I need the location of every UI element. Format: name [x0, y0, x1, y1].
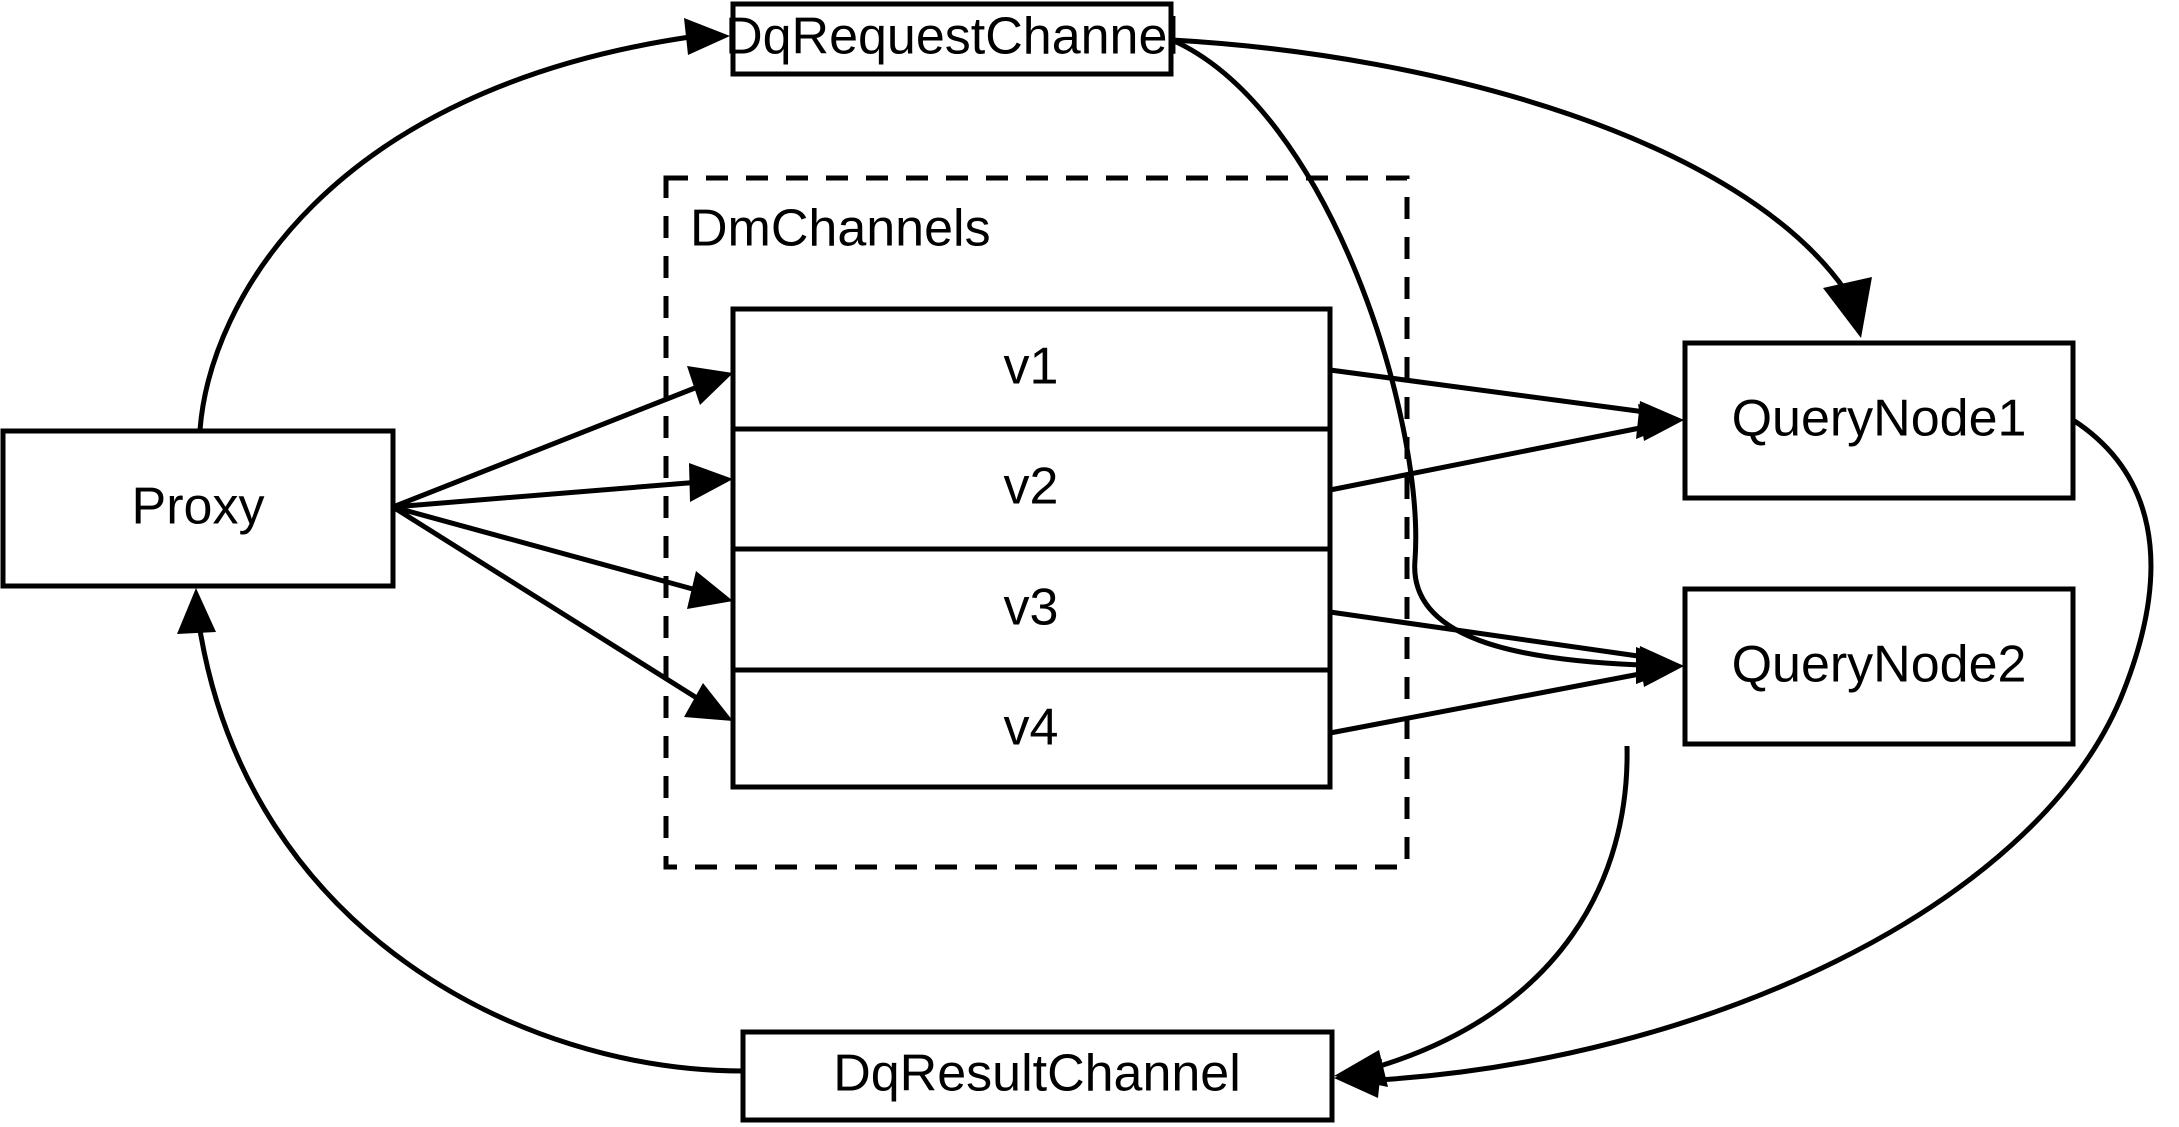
node-query-node-1-label: QueryNode1	[1732, 390, 2027, 448]
arrowhead-icon	[1823, 277, 1872, 338]
node-dq-request-channel[interactable]: DqRequestChannel	[725, 1, 1179, 77]
edge-dq-result-channel-to-proxy	[177, 588, 744, 1074]
vchannel-label-v4: v4	[1004, 699, 1059, 757]
vchannel-item-v2[interactable]: v2	[1004, 458, 1059, 516]
vchannel-item-v4[interactable]: v4	[1004, 699, 1059, 757]
node-query-node-2[interactable]: QueryNode2	[1682, 586, 2076, 747]
vchannel-label-v1: v1	[1004, 338, 1059, 396]
node-dq-result-channel[interactable]: DqResultChannel	[740, 1029, 1335, 1123]
node-query-node-2-label: QueryNode2	[1732, 636, 2027, 694]
edge-proxy-to-dq-request-channel	[197, 18, 730, 431]
vchannel-label-v3: v3	[1004, 579, 1059, 637]
edge-proxy-to-v1	[392, 366, 733, 510]
arrowhead-icon	[177, 588, 216, 634]
edge-proxy-to-v3	[392, 504, 733, 609]
arrowhead-icon	[684, 683, 733, 721]
edge-dq-request-channel-to-query-node-1	[1171, 37, 1872, 338]
vchannel-item-v1[interactable]: v1	[1004, 338, 1059, 396]
node-query-node-1[interactable]: QueryNode1	[1682, 340, 2076, 501]
node-proxy[interactable]: Proxy	[0, 428, 396, 589]
arrowhead-icon	[1334, 1050, 1388, 1087]
edge-v2-to-query-node-1	[1329, 404, 1684, 493]
dm-channels-group-label: DmChannels	[690, 200, 991, 258]
node-dq-request-channel-label: DqRequestChannel	[725, 8, 1179, 66]
vchannel-label-v2: v2	[1004, 458, 1059, 516]
edge-query-node-1-to-dq-result-channel	[1334, 417, 2154, 1098]
node-proxy-label: Proxy	[132, 478, 265, 536]
edge-proxy-to-v4	[391, 504, 733, 721]
edge-v4-to-query-node-2	[1329, 650, 1684, 736]
arrowhead-icon	[689, 463, 733, 502]
node-dq-result-channel-label: DqResultChannel	[833, 1045, 1241, 1103]
vchannel-stack: v1 v2 v3 v4	[730, 306, 1333, 790]
arrowhead-icon	[1638, 404, 1684, 441]
vchannel-item-v3[interactable]: v3	[1004, 579, 1059, 637]
arrowhead-icon	[687, 366, 733, 405]
edge-query-node-2-to-dq-result-channel	[1334, 745, 1630, 1087]
arrowhead-icon	[684, 18, 730, 55]
arrowhead-icon	[1638, 650, 1684, 687]
dm-channels-group: DmChannels	[663, 175, 1410, 870]
arrowhead-icon	[687, 571, 733, 609]
edge-proxy-to-v2	[392, 463, 733, 510]
